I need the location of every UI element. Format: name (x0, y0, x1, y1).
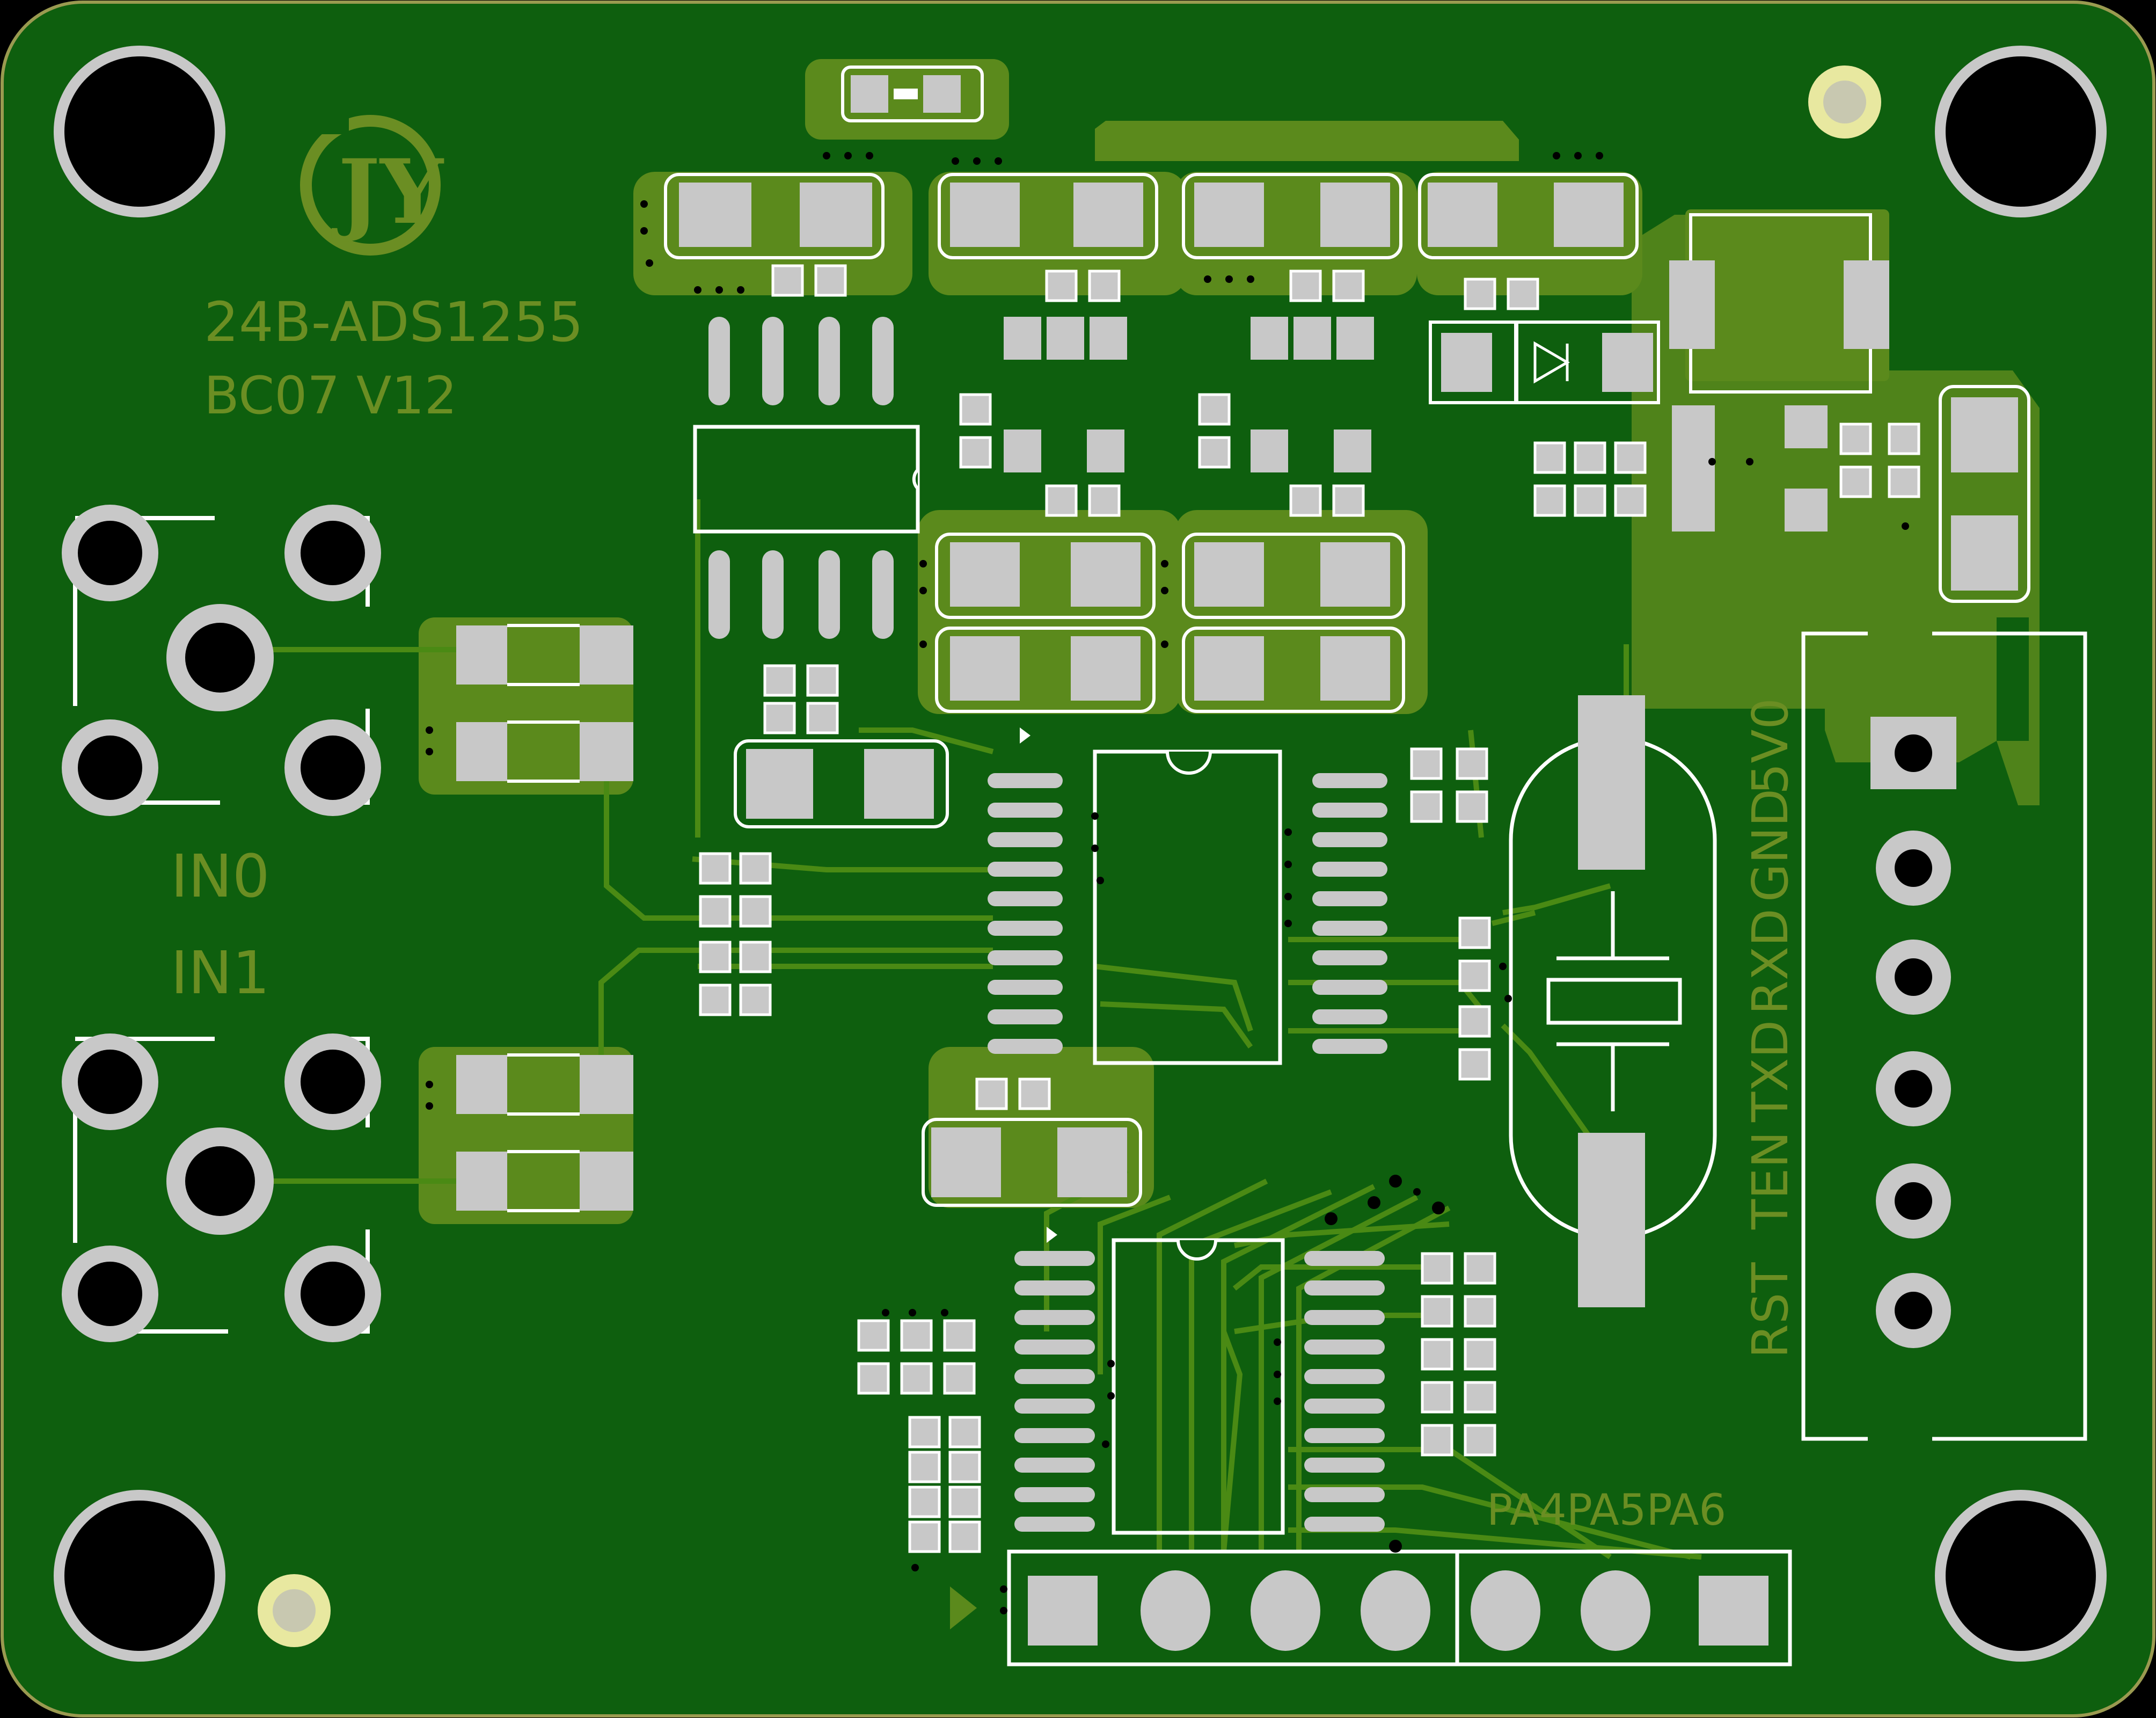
pin-label-txd: TXD (1742, 1020, 1799, 1123)
uart-pin-labels: RST TEN TXD RXD GND 5V0 (1742, 698, 1799, 1358)
mounting-hole-tl (54, 46, 225, 217)
gpio-header (950, 1549, 1792, 1666)
fiducial-bl (258, 1574, 331, 1647)
fiducial-tr (1808, 65, 1881, 139)
transistors (1004, 317, 1828, 532)
regulator-ic (693, 317, 920, 639)
diode (1429, 321, 1660, 404)
small-passives (699, 264, 1920, 1553)
in1-label: IN1 (171, 938, 270, 1007)
crystal (1509, 695, 1717, 1307)
input-resistors (456, 624, 633, 1212)
mcu-ic (1014, 1227, 1385, 1535)
ads1255-ic (988, 727, 1387, 1065)
board-version-text: BC07 V12 (204, 366, 457, 426)
logo-text: JY (331, 140, 444, 244)
logo: JY (300, 113, 444, 256)
pin-label-rst: RST (1742, 1262, 1799, 1358)
input-connector-top (62, 505, 381, 816)
mounting-hole-bl (54, 1490, 225, 1662)
board-model-text: 24B-ADS1255 (204, 290, 583, 354)
in0-label: IN0 (171, 842, 270, 911)
top-capacitors (664, 65, 1639, 1207)
ldo-block (1669, 213, 2030, 603)
pin-label-ten: TEN (1742, 1131, 1799, 1230)
pin-label-rxd: RXD (1742, 908, 1799, 1015)
gpio-header-label: PA4PA5PA6 (1487, 1485, 1726, 1535)
mounting-hole-br (1935, 1490, 2107, 1662)
mounting-holes (54, 46, 2107, 1662)
pin-label-gnd: GND (1742, 789, 1799, 902)
mounting-hole-tr (1935, 46, 2107, 217)
pin-label-5v0: 5V0 (1742, 698, 1799, 795)
uart-header (1801, 631, 2087, 1441)
vias (426, 152, 1909, 1614)
input-connector-bottom (62, 1033, 381, 1342)
